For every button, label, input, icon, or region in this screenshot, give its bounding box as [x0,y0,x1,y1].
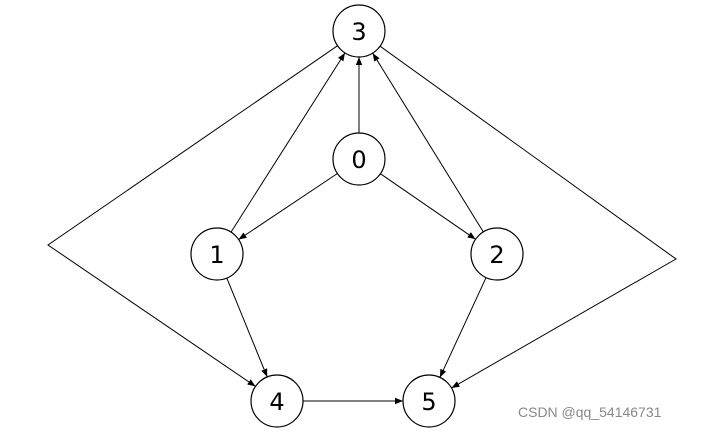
node-circle [250,374,304,428]
edge-0-to-1 [238,173,338,240]
node-1: 1 [190,227,244,281]
node-5: 5 [402,374,456,428]
watermark-text: CSDN @qq_54146731 [518,404,662,420]
edge-3-to-4 [47,45,338,387]
node-0: 0 [332,132,386,186]
node-3: 3 [332,4,386,58]
node-circle [402,374,456,428]
edge-2-to-3 [372,52,484,233]
edge-0-to-2 [380,173,476,240]
edge-1-to-4 [226,277,268,378]
node-label: 2 [489,241,504,269]
node-label: 4 [269,388,284,416]
node-circle [332,4,386,58]
node-label: 0 [351,146,366,174]
node-circle [190,227,244,281]
nodes: 3 0 1 2 4 5 [190,4,524,428]
node-label: 1 [209,241,224,269]
node-4: 4 [250,374,304,428]
node-label: 3 [351,18,366,46]
node-2: 2 [470,227,524,281]
edge-3-to-5 [379,45,677,389]
edge-1-to-3 [230,52,346,233]
node-label: 5 [421,388,436,416]
node-circle [332,132,386,186]
node-circle [470,227,524,281]
edges [47,45,677,405]
edge-2-to-5 [439,277,487,378]
